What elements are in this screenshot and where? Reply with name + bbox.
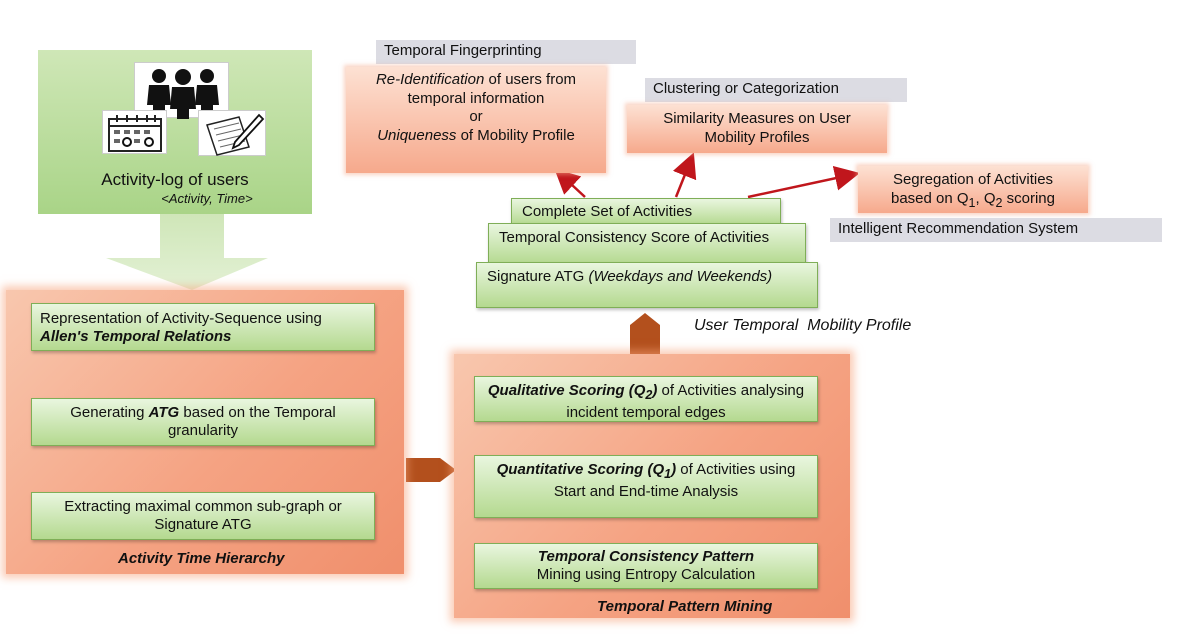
segregation-sub1: 1 bbox=[968, 195, 976, 210]
q2-bold: Qualitative Scoring (Q bbox=[487, 382, 646, 399]
recommendation-tag: Intelligent Recommendation System bbox=[830, 218, 1162, 242]
red-arrow-fingerprinting bbox=[554, 168, 586, 198]
calendar-icon bbox=[102, 110, 167, 154]
signature-atg-box: Signature ATG (Weekdays and Weekends) bbox=[476, 262, 818, 308]
q1-bold: Quantitative Scoring (Q bbox=[496, 461, 665, 478]
segregation-pre: based on Q bbox=[890, 189, 969, 207]
segregation-mid: , Q bbox=[975, 189, 996, 207]
profile-label: User Temporal Mobility Profile bbox=[694, 317, 912, 334]
consistency-score-text: Temporal Consistency Score of Activities bbox=[499, 229, 770, 246]
clustering-tag: Clustering or Categorization bbox=[645, 78, 907, 102]
step-allen-relations: Representation of Activity-Sequence usin… bbox=[31, 303, 375, 351]
q1-bold2: ) bbox=[671, 461, 677, 478]
activity-log-subtitle: <Activity, Time> bbox=[161, 191, 253, 206]
tcp-bold: Temporal Consistency Pattern bbox=[537, 548, 755, 565]
document-pen-icon bbox=[198, 110, 266, 156]
temporal-pattern-mining-caption: Temporal Pattern Mining bbox=[597, 598, 773, 615]
similarity-box: Similarity Measures on User Mobility Pro… bbox=[627, 105, 887, 153]
tcp-post: Mining using Entropy Calculation bbox=[536, 566, 756, 583]
step-atg-bold: ATG bbox=[148, 404, 180, 421]
signature-italic: (Weekdays and Weekends) bbox=[588, 268, 773, 285]
uniqueness-text: of Mobility Profile bbox=[456, 126, 575, 144]
reidentification-italic: Re-Identification bbox=[375, 71, 485, 88]
reidentification-text: of users from temporal information bbox=[407, 71, 577, 107]
step-extract-text: Extracting maximal common sub-graph or S… bbox=[64, 498, 342, 533]
q2-sub: 2 bbox=[645, 388, 653, 402]
step-generating-atg: Generating ATG based on the Temporal gra… bbox=[31, 398, 375, 446]
similarity-text: Similarity Measures on User Mobility Pro… bbox=[663, 110, 851, 146]
segregation-sub2: 2 bbox=[995, 195, 1003, 210]
q1-sub: 1 bbox=[664, 467, 672, 481]
red-arrow-similarity bbox=[672, 152, 697, 198]
segregation-box: Segregation of Activities based on Q1, Q… bbox=[858, 166, 1088, 213]
segregation-post: scoring bbox=[1002, 189, 1055, 207]
quantitative-scoring-box: Quantitative Scoring (Q1) of Activities … bbox=[474, 455, 818, 518]
temporal-consistency-pattern-box: Temporal Consistency Pattern Mining usin… bbox=[474, 543, 818, 589]
or-text: or bbox=[469, 108, 483, 125]
step-allen-bold: Allen's Temporal Relations bbox=[40, 328, 232, 345]
uniqueness-italic: Uniqueness bbox=[377, 126, 457, 144]
complete-set-box: Complete Set of Activities bbox=[511, 198, 781, 226]
activity-time-hierarchy-caption: Activity Time Hierarchy bbox=[118, 550, 285, 567]
red-arrow-segregation bbox=[747, 165, 860, 199]
fingerprinting-tag: Temporal Fingerprinting bbox=[376, 40, 636, 64]
step-allen-text: Representation of Activity-Sequence usin… bbox=[40, 310, 322, 327]
qualitative-scoring-box: Qualitative Scoring (Q2) of Activities a… bbox=[474, 376, 818, 422]
fingerprinting-box: Re-Identification of users from temporal… bbox=[346, 67, 606, 173]
big-down-arrow bbox=[106, 214, 268, 290]
q1-post: of Activities using Start and End-time A… bbox=[553, 461, 796, 500]
activity-log-title: Activity-log of users bbox=[101, 170, 249, 189]
q2-post: of Activities analysing incident tempora… bbox=[566, 382, 805, 421]
consistency-score-box: Temporal Consistency Score of Activities bbox=[488, 223, 806, 265]
step-atg-pre: Generating bbox=[70, 404, 149, 421]
users-group-icon bbox=[134, 62, 229, 119]
complete-set-text: Complete Set of Activities bbox=[522, 203, 693, 220]
step-extracting-signature: Extracting maximal common sub-graph or S… bbox=[31, 492, 375, 540]
signature-pre: Signature ATG bbox=[487, 268, 589, 285]
step-atg-post: based on the Temporal granularity bbox=[167, 404, 336, 439]
q2-bold2: ) bbox=[652, 382, 658, 399]
up-arrow-profile bbox=[630, 313, 660, 356]
segregation-line1: Segregation of Activities bbox=[892, 171, 1054, 188]
right-arrow bbox=[406, 458, 456, 482]
